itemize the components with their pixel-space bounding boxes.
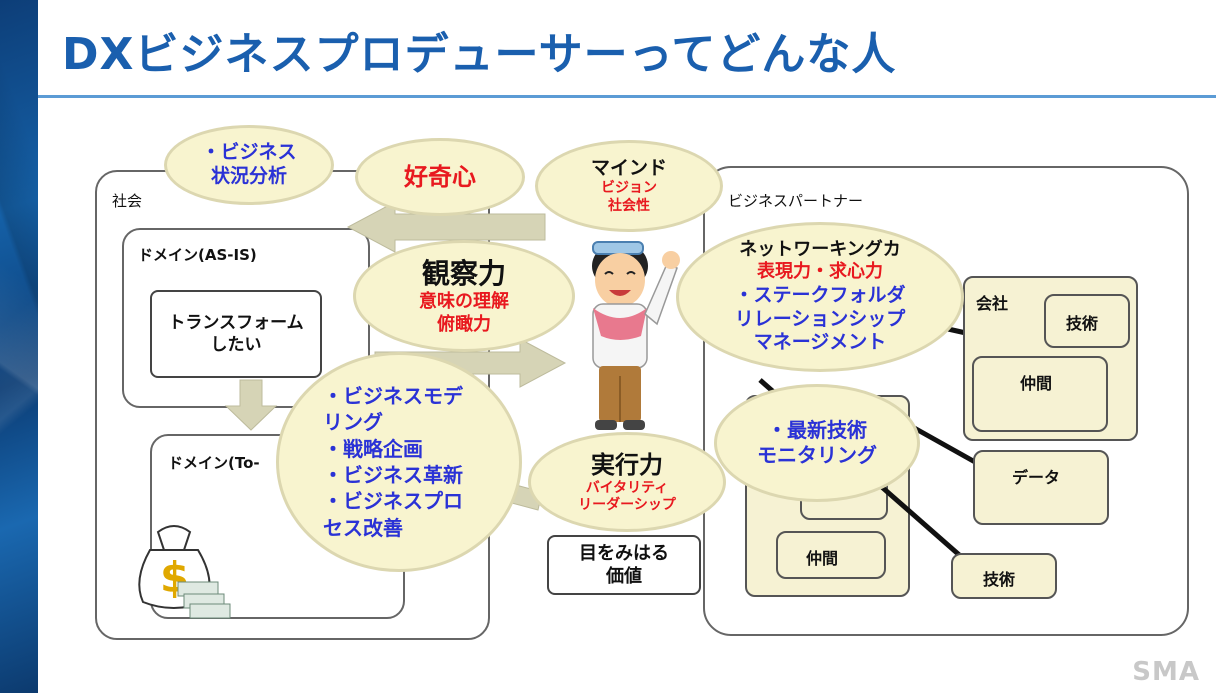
analysis-line-2: 状況分析 [210, 165, 287, 187]
observation-line-1: 意味の理解 [419, 291, 509, 312]
company-colleague-label: 仲間 [1020, 374, 1053, 393]
person-arm-raised [644, 263, 678, 326]
mind-line-2: 社会性 [608, 197, 650, 214]
society-label: 社会 [112, 192, 143, 210]
money-bag-illustration: $ [138, 525, 231, 619]
company-colleague-box [972, 356, 1108, 432]
curiosity-text: 好奇心 [404, 163, 476, 191]
value-box: 目をみはる 価値 [547, 535, 701, 595]
company-label: 会社 [976, 294, 1009, 313]
tech-monitor-line-2: モニタリング [757, 443, 877, 467]
observation-line-2: 俯瞰力 [437, 313, 491, 335]
money-bag-neck [156, 525, 192, 551]
networking-red: 表現力・求心力 [757, 261, 883, 283]
mind-line-1: ビジョン [601, 180, 657, 197]
networking-blue-1: ・ステークフォルダ [734, 283, 906, 306]
networking-bubble: ネットワーキングカ 表現力・求心力 ・ステークフォルダ リレーションシップ マネ… [676, 222, 964, 372]
networking-title: ネットワーキングカ [739, 238, 901, 260]
data-label: データ [1012, 468, 1061, 487]
observation-bubble: 観察力 意味の理解 俯瞰力 [353, 240, 575, 352]
tech-label: 技術 [983, 570, 1016, 589]
transform-line-2: したい [210, 335, 262, 355]
transform-box: トランスフォーム したい [150, 290, 322, 378]
partner-label: ビジネスパートナー [728, 192, 864, 210]
domain-as-is-label: ドメイン(AS-IS) [138, 246, 257, 264]
modeling-line-5: ・ビジネスプロ [323, 489, 463, 514]
modeling-line-1: ・ビジネスモデ [323, 383, 463, 408]
mind-title: マインド [590, 156, 667, 179]
person-smile [609, 290, 631, 296]
person-shoe-right [623, 420, 645, 430]
value-line-2: 価値 [606, 566, 642, 587]
colleague-label-lower: 仲間 [806, 549, 839, 568]
execution-bubble: 実行力 バイタリティ リーダーシップ [528, 432, 726, 532]
mind-bubble: マインド ビジョン 社会性 [535, 140, 723, 232]
person-sweater [593, 308, 647, 340]
title-underline [38, 95, 1216, 98]
tech-monitor-line-1: ・最新技術 [767, 418, 867, 442]
tech-monitoring-bubble: ・最新技術 モニタリング [714, 384, 920, 502]
person-shoe-left [595, 420, 617, 430]
person-face [595, 253, 645, 307]
networking-blue-3: マネージメント [753, 331, 887, 354]
slide-title: DXビジネスプロデューサーってどんな人 [62, 29, 897, 80]
modeling-bubble: ・ビジネスモデ リング ・戦略企画 ・ビジネス革新 ・ビジネスプロ セス改善 [276, 352, 522, 572]
execution-line-1: バイタリティ [585, 479, 669, 496]
sma-logo: SMA [1132, 657, 1200, 687]
domain-to-be-label: ドメイン(To- [168, 454, 260, 472]
execution-line-2: リーダーシップ [578, 497, 676, 513]
data-box [973, 450, 1109, 525]
business-analysis-bubble: ・ビジネス 状況分析 [164, 125, 334, 205]
person-eye-right [626, 271, 636, 275]
transform-line-1: トランスフォーム [168, 312, 304, 333]
curiosity-bubble: 好奇心 [355, 138, 525, 216]
company-tech-box [1044, 294, 1130, 348]
modeling-line-6: セス改善 [323, 515, 403, 540]
person-illustration [592, 241, 680, 430]
company-tech-label: 技術 [1066, 314, 1099, 333]
person-glasses [592, 241, 644, 255]
side-decoration-band [0, 0, 38, 693]
value-line-1: 目をみはる [579, 542, 669, 564]
modeling-line-3: ・戦略企画 [323, 436, 423, 461]
networking-blue-2: リレーションシップ [734, 307, 906, 330]
execution-title: 実行力 [591, 450, 663, 479]
tech-box [951, 553, 1057, 599]
observation-title: 観察力 [421, 257, 506, 290]
modeling-line-2: リング [323, 410, 383, 435]
person-hand [662, 251, 680, 269]
modeling-line-4: ・ビジネス革新 [323, 463, 463, 487]
person-eye-left [604, 271, 614, 275]
analysis-line-1: ・ビジネス [201, 141, 297, 164]
cash-stack-3 [189, 603, 231, 619]
